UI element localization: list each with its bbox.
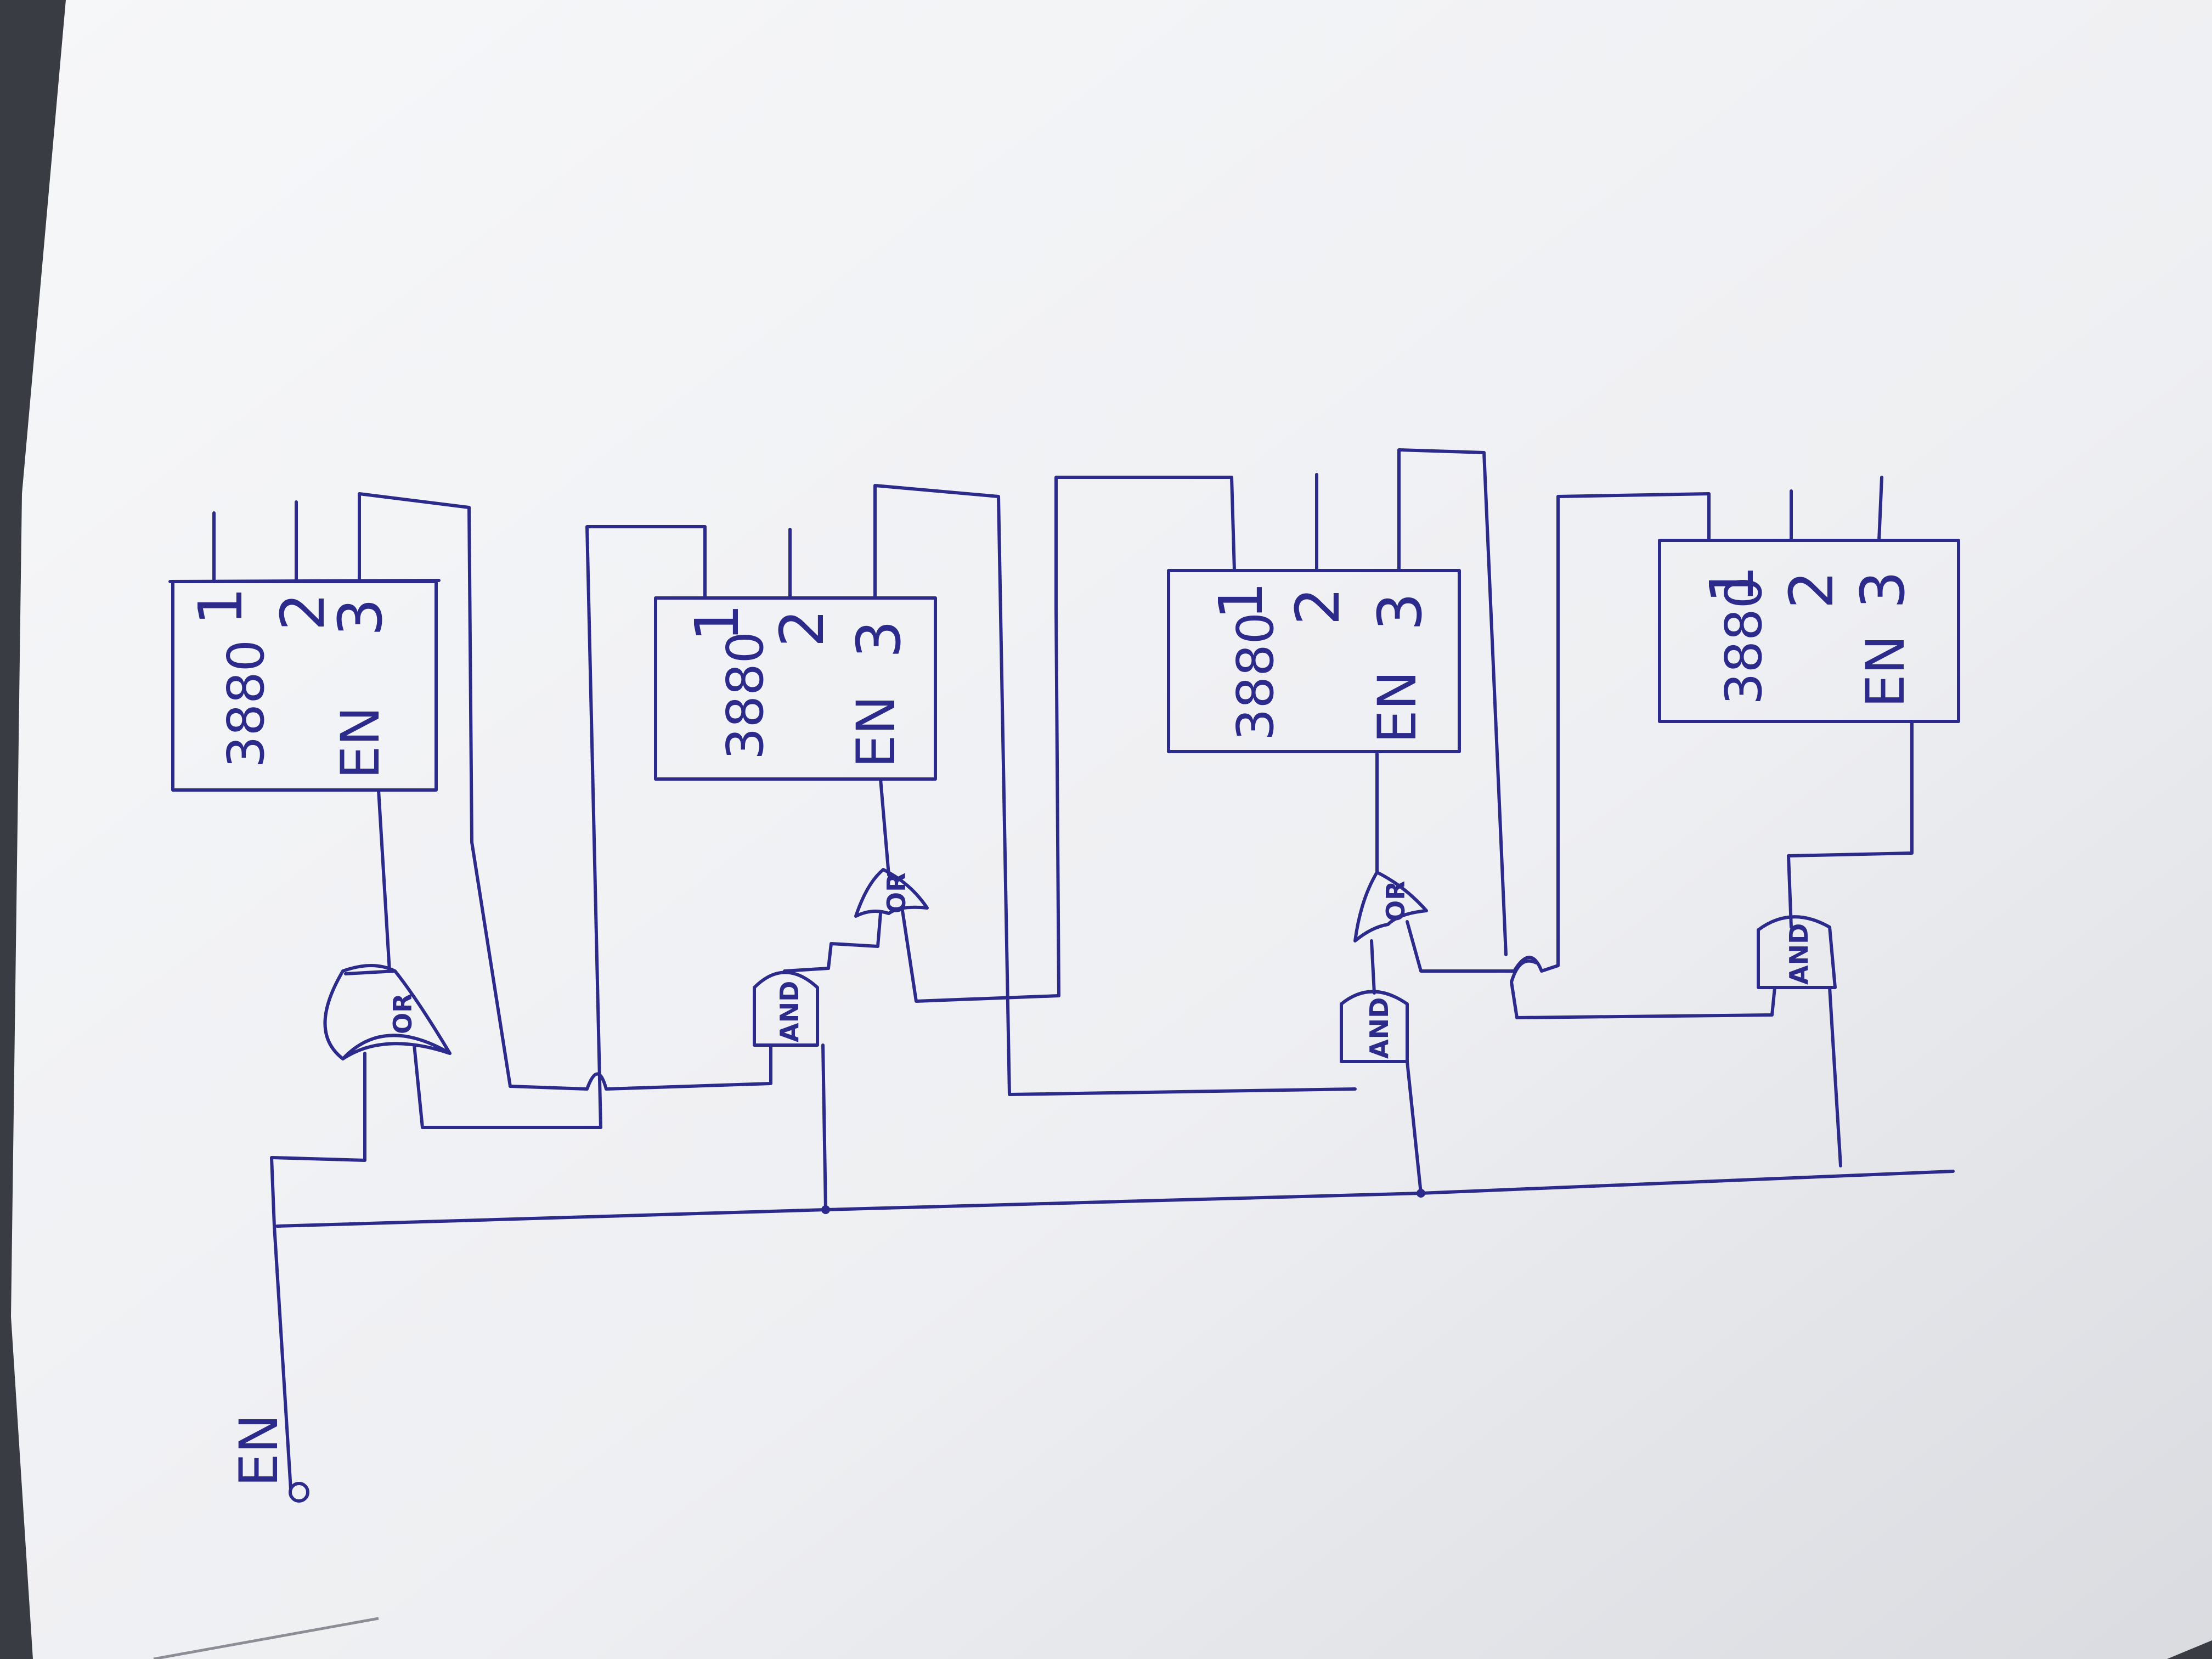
or-gate-1-input-a xyxy=(270,1052,366,1228)
or-gate-3: OR xyxy=(1353,871,1428,943)
and-gate-3-input-b xyxy=(1406,1060,1423,1195)
chip-4-name: 3880 xyxy=(1714,577,1773,705)
en-bus-feed xyxy=(273,1224,292,1491)
chip-1-en-wire xyxy=(377,788,391,973)
and-gate-4-label: AND xyxy=(1784,923,1814,985)
chip-2-pin1: 1 xyxy=(682,603,752,642)
and-gate-3-output-wire xyxy=(1370,939,1376,995)
and-gate-4: AND xyxy=(1757,915,1837,989)
chip-2-pin3-wire xyxy=(873,484,1357,1096)
chip-1-pin2: 2 xyxy=(268,592,338,631)
or-gate-2: OR xyxy=(854,868,929,918)
chip-4-en: EN xyxy=(1855,635,1916,708)
chip-1-to-and-2-wire xyxy=(509,1043,772,1091)
chip-1-en: EN xyxy=(330,707,391,779)
chip-2-name: 3880 xyxy=(716,631,775,760)
or-gate-1-label: OR xyxy=(388,993,417,1034)
and-gate-2-input-b xyxy=(821,1043,827,1211)
or-gate-2-input-b xyxy=(901,476,1236,1003)
wiring xyxy=(212,448,1955,1503)
en-bus-wire xyxy=(275,1170,1955,1228)
chip-4-en-wire xyxy=(1787,720,1914,929)
paper-sheet xyxy=(11,0,2212,1659)
chip-2-en: EN xyxy=(845,696,907,768)
chip-3-en: EN xyxy=(1367,671,1428,743)
junction-and-3 xyxy=(1417,1189,1425,1198)
chip-4-pin2: 2 xyxy=(1776,571,1847,609)
chip-4: 3880 1 2 3 EN xyxy=(1658,539,1960,723)
and-gate-4-input-a xyxy=(1510,959,1776,1019)
chip-1-name: 3880 xyxy=(217,640,275,768)
chip-3-pin3: 3 xyxy=(1365,592,1435,631)
chip-1-pin3-wire xyxy=(358,492,512,1088)
chip-3-name: 3880 xyxy=(1226,612,1285,741)
chip-3: 3880 1 2 3 EN xyxy=(1167,569,1461,753)
chip-1-pin3: 3 xyxy=(325,598,396,636)
chip-2-en-wire xyxy=(879,777,890,877)
en-input-terminal[interactable] xyxy=(289,1482,309,1503)
and-gate-2-label: AND xyxy=(775,981,804,1042)
chip-1-pin1: 1 xyxy=(185,587,256,625)
chip-3-pin1: 1 xyxy=(1206,582,1276,620)
or-gate-3-label: OR xyxy=(1381,881,1410,922)
chip-2-pin3: 3 xyxy=(844,620,914,658)
and-gate-4-input-b xyxy=(1828,986,1842,1167)
chip-2: 3880 1 2 3 EN xyxy=(654,596,937,781)
chip-4-pin1: 1 xyxy=(1697,565,1767,603)
chip-1: 3880 1 2 3 EN xyxy=(168,579,441,792)
and-gate-3-label: AND xyxy=(1364,997,1394,1059)
junction-and-2 xyxy=(821,1205,830,1214)
en-input-label: EN xyxy=(228,1414,290,1487)
or-gate-2-label: OR xyxy=(882,872,911,913)
chip-2-pin1-wire xyxy=(585,525,707,1129)
chip-4-pin3-wire xyxy=(1877,476,1883,542)
chip-2-pin2: 2 xyxy=(767,609,837,647)
or-gate-1-input-b xyxy=(413,1043,602,1129)
paper-edge xyxy=(153,1617,379,1659)
and-gate-2: AND xyxy=(753,970,819,1047)
and-gate-2-output-wire xyxy=(783,912,882,973)
chip-3-pin2: 2 xyxy=(1283,587,1353,625)
chip-4-pin3: 3 xyxy=(1848,571,1918,609)
chip-3-pin3-wire xyxy=(1397,448,1508,956)
